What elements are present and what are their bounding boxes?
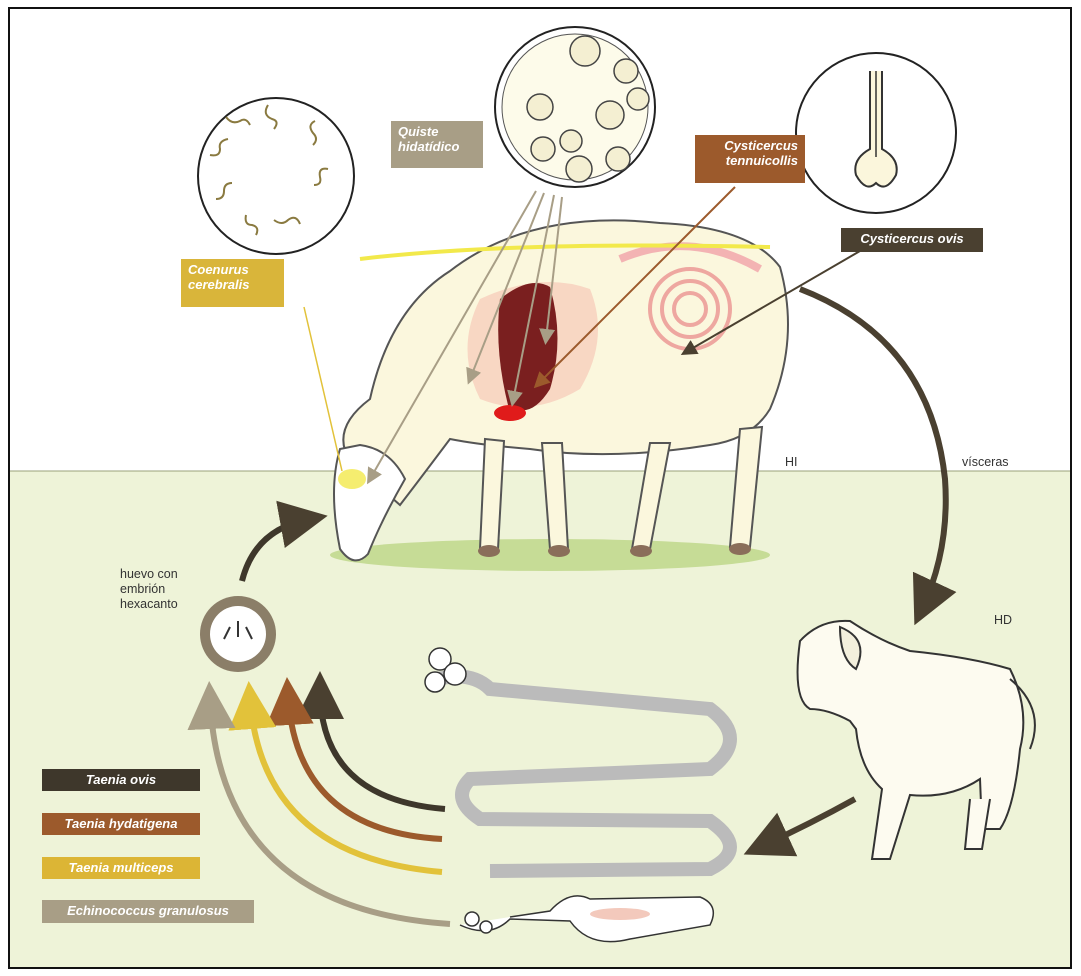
- label-coenurus-cerebralis: Coenurus cerebralis: [181, 259, 284, 307]
- cysticercus-ovis-illustration: [796, 53, 956, 213]
- label-quiste-hidatidico: Quiste hidatídico: [391, 121, 483, 168]
- label-taenia-multiceps: Taenia multiceps: [42, 857, 200, 879]
- label-hi: HI: [785, 455, 798, 470]
- label-huevo-embrion: huevo con embrión hexacanto: [120, 567, 230, 612]
- coenurus-cyst-illustration: [198, 98, 354, 254]
- label-echinococcus-granulosus: Echinococcus granulosus: [42, 900, 254, 923]
- label-cysticercus-ovis: Cysticercus ovis: [841, 228, 983, 252]
- label-taenia-hydatigena: Taenia hydatigena: [42, 813, 200, 835]
- label-taenia-ovis: Taenia ovis: [42, 769, 200, 791]
- hydatid-cyst-illustration: [495, 27, 655, 187]
- label-cysticercus-tenuicollis: Cysticercus tennuicollis: [695, 135, 805, 183]
- label-hd: HD: [994, 613, 1012, 628]
- label-visceras: vísceras: [962, 455, 1009, 470]
- diagram-frame: Quiste hidatídico Cysticercus tennuicoll…: [8, 7, 1072, 969]
